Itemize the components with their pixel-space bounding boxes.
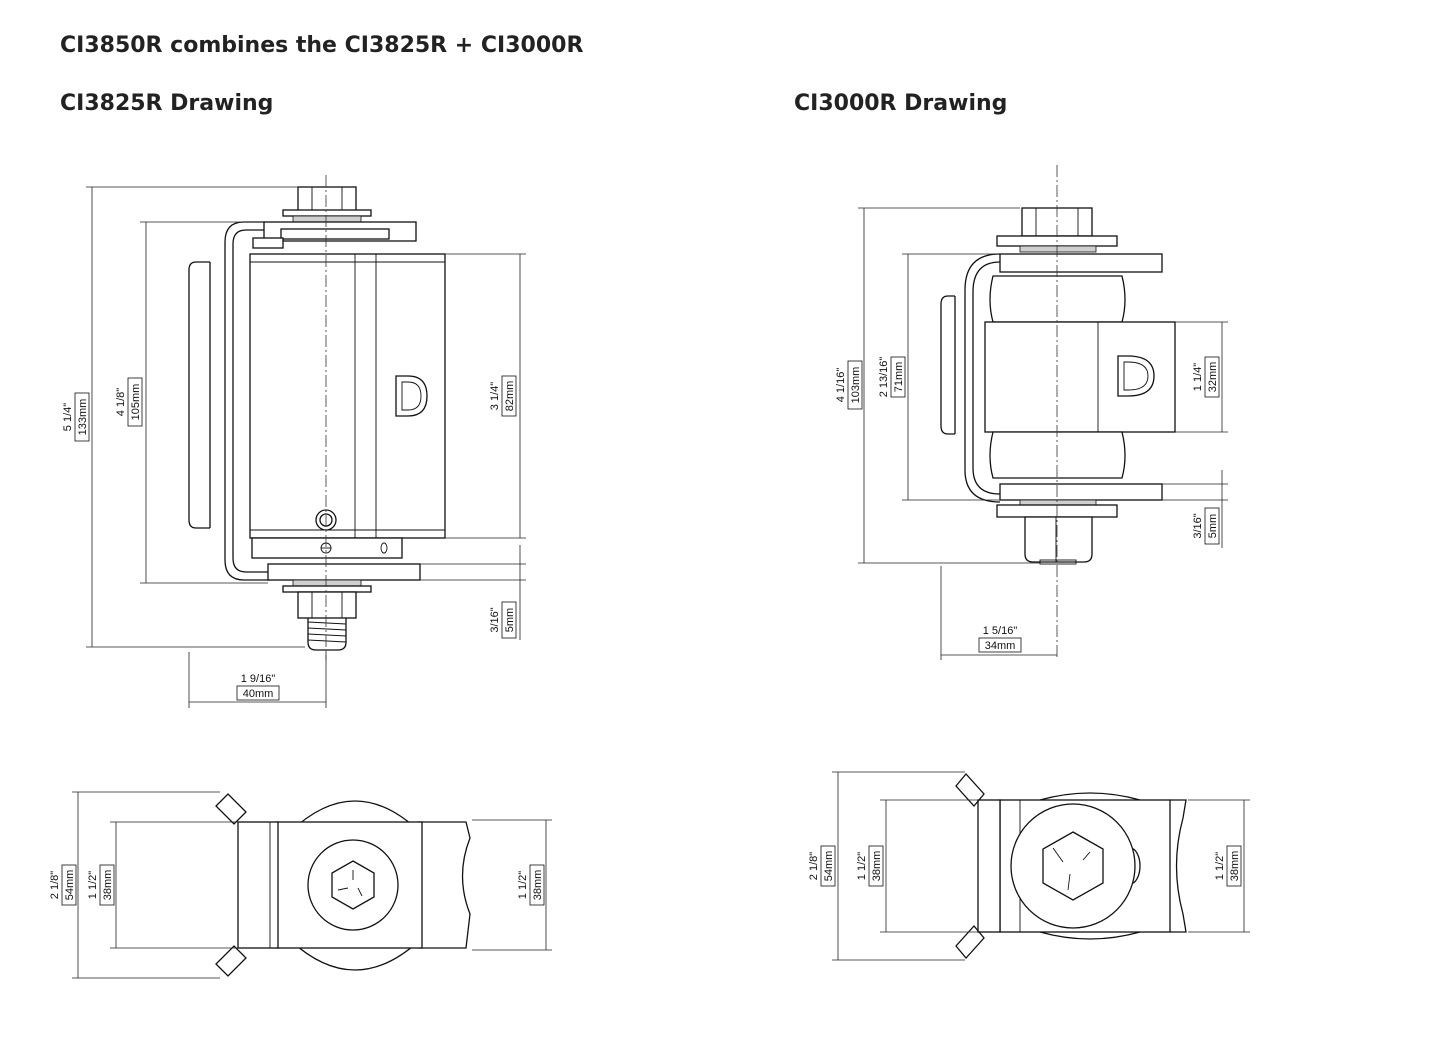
dim-bottom-inner-imperial-r: 1 1/2" bbox=[856, 852, 868, 880]
dim-leaf-height-imperial-r: 1 1/4" bbox=[1192, 363, 1204, 391]
dim-inner-height-imperial: 4 1/8" bbox=[115, 388, 127, 416]
dim-offset-imperial-r: 1 5/16" bbox=[983, 625, 1018, 637]
dim-gap-metric-r: 5mm bbox=[1207, 514, 1219, 538]
dim-inner-height-imperial-r: 2 13/16" bbox=[878, 357, 890, 398]
ci3825r-drawing-title: CI3825R Drawing bbox=[60, 91, 274, 116]
dim-overall-height-metric-r: 103mm bbox=[850, 367, 862, 404]
dim-overall-height-metric: 133mm bbox=[77, 399, 89, 436]
dim-bottom-overall-metric-r: 54mm bbox=[823, 851, 835, 882]
dim-overall-height-imperial-r: 4 1/16" bbox=[835, 368, 847, 403]
ci3825r-side-dimensions: 5 1/4" 133mm 4 1/8" 105mm 3 1/4" 82mm 3/… bbox=[62, 186, 526, 708]
dim-leaf-height-metric-r: 32mm bbox=[1207, 362, 1219, 393]
dim-bottom-right-metric-r: 38mm bbox=[1229, 851, 1241, 882]
dim-offset-imperial: 1 9/16" bbox=[241, 673, 276, 685]
ci3825r-top-dimensions: 2 1/8" 54mm 1 1/2" 38mm 1 1/2" 38mm bbox=[49, 791, 552, 979]
dim-overall-height-imperial: 5 1/4" bbox=[62, 403, 74, 431]
dim-bottom-inner-metric-r: 38mm bbox=[871, 851, 883, 882]
dim-inner-height-metric: 105mm bbox=[130, 384, 142, 421]
ci3000r-side-dimensions: 4 1/16" 103mm 2 13/16" 71mm 1 1/4" 32mm … bbox=[835, 207, 1228, 660]
dim-bottom-overall-metric: 54mm bbox=[64, 870, 76, 901]
dim-gap-imperial-r: 3/16" bbox=[1192, 513, 1204, 538]
dim-bottom-inner-metric: 38mm bbox=[102, 870, 114, 901]
ci3825r-top-view bbox=[215, 793, 471, 977]
dim-inner-height-metric-r: 71mm bbox=[893, 362, 905, 393]
dim-gap-imperial: 3/16" bbox=[489, 607, 501, 632]
dim-barrel-height-imperial: 3 1/4" bbox=[489, 382, 501, 410]
dim-barrel-height-metric: 82mm bbox=[504, 381, 516, 412]
page-title: CI3850R combines the CI3825R + CI3000R bbox=[60, 33, 584, 58]
dim-offset-metric-r: 34mm bbox=[985, 640, 1016, 652]
dim-offset-metric: 40mm bbox=[243, 688, 274, 700]
dim-gap-metric: 5mm bbox=[504, 608, 516, 632]
dim-bottom-inner-imperial: 1 1/2" bbox=[87, 871, 99, 899]
dim-bottom-overall-imperial-r: 2 1/8" bbox=[808, 852, 820, 880]
ci3000r-drawing-title: CI3000R Drawing bbox=[794, 91, 1008, 116]
ci3000r-top-view bbox=[955, 773, 1187, 959]
dim-bottom-overall-imperial: 2 1/8" bbox=[49, 871, 61, 899]
ci3825r-side-view bbox=[188, 175, 446, 660]
ci3000r-side-view bbox=[940, 165, 1176, 660]
dim-bottom-right-imperial: 1 1/2" bbox=[517, 871, 529, 899]
dim-bottom-right-metric: 38mm bbox=[532, 870, 544, 901]
ci3000r-top-dimensions: 2 1/8" 54mm 1 1/2" 38mm 1 1/2" 38mm bbox=[808, 771, 1250, 961]
dim-bottom-right-imperial-r: 1 1/2" bbox=[1214, 852, 1226, 880]
